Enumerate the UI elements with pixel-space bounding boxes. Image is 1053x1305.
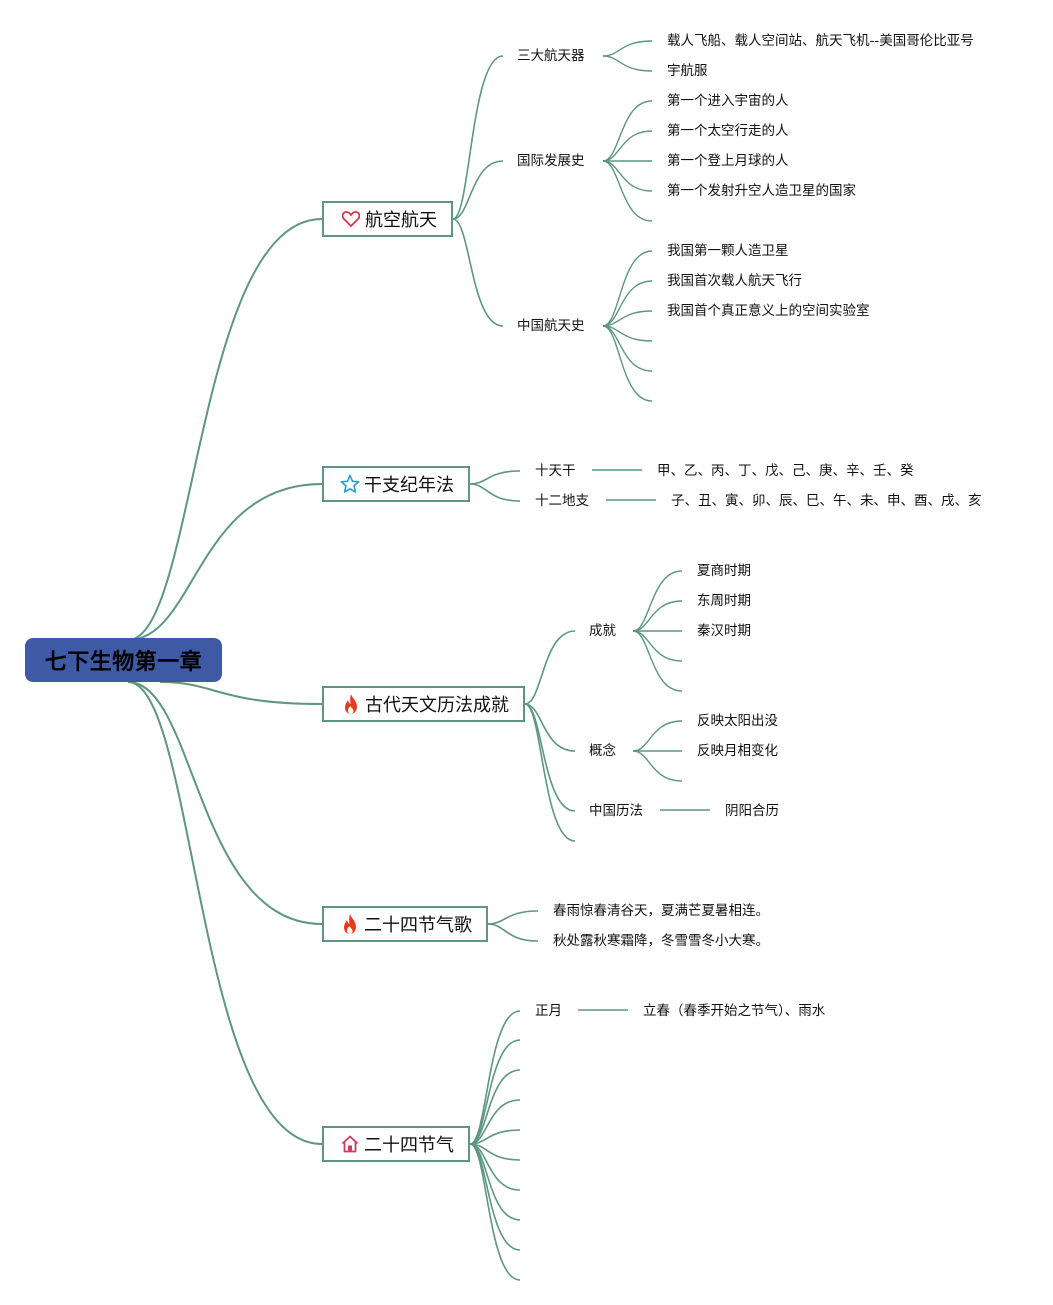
topic-solar-terms-label: 二十四节气	[364, 1135, 454, 1156]
heart-icon	[340, 208, 361, 230]
topic-aerospace-label: 航空航天	[365, 210, 437, 231]
subtopic-china-history[interactable]: 中国航天史	[517, 318, 585, 334]
topic-aerospace[interactable]: 航空航天	[322, 201, 453, 237]
connector-terms-sub-1	[469, 1039, 521, 1145]
connector-calendar-sub4	[524, 703, 576, 842]
connector-song-line-2	[487, 923, 539, 942]
connector-song-line-1	[487, 910, 539, 925]
connector-calendar-sub1	[524, 630, 576, 705]
root-topic[interactable]: 七下生物第一章	[25, 638, 222, 682]
connector-calendar-sub1-leaf-0	[632, 570, 683, 632]
subtopic-intl-history[interactable]: 国际发展史	[517, 153, 585, 169]
connector-terms-sub-9	[469, 1143, 521, 1281]
leaf-song-line-2[interactable]: 秋处露秋寒霜降，冬雪雪冬小大寒。	[553, 933, 769, 949]
home-icon	[340, 1133, 360, 1155]
connector-aero-sub1-leaf-1	[602, 55, 653, 72]
connector-aero-sub2-leaf-4	[602, 160, 653, 222]
connector-terms-sub-2	[469, 1069, 521, 1145]
leaf-first-month-terms[interactable]: 立春（春季开始之节气）、雨水	[643, 1003, 826, 1019]
connector-aero-sub3-leaf-2	[602, 310, 653, 327]
topic-solar-terms-song-label: 二十四节气歌	[364, 915, 472, 936]
connector-aero-sub3-leaf-5	[602, 325, 653, 402]
subtopic-ten-stems[interactable]: 十天干	[535, 463, 576, 479]
topic-ancient-calendar-label: 古代天文历法成就	[365, 695, 509, 716]
topic-solar-terms[interactable]: 二十四节气	[322, 1126, 470, 1162]
root-topic-label: 七下生物第一章	[44, 650, 203, 675]
leaf-xia-shang[interactable]: 夏商时期	[697, 563, 751, 579]
leaf-twelve-branches[interactable]: 子、丑、寅、卯、辰、巳、午、未、申、酉、戌、亥	[671, 493, 982, 509]
connector-terms-sub-0	[469, 1010, 521, 1145]
connector-root-song	[127, 681, 323, 925]
connector-aero-sub2	[452, 160, 504, 220]
leaf-intl-4[interactable]: 第一个发射升空人造卫星的国家	[667, 183, 856, 199]
connector-aero-sub2-leaf-0	[602, 100, 653, 162]
star-icon	[340, 473, 360, 495]
leaf-sun[interactable]: 反映太阳出没	[697, 713, 778, 729]
leaf-lunisolar[interactable]: 阴阳合历	[725, 803, 779, 819]
connector-aero-sub3	[452, 218, 504, 327]
subtopic-chinese-calendar[interactable]: 中国历法	[589, 803, 643, 819]
connector-aero-sub1-leaf-0	[602, 40, 653, 57]
fire-icon	[340, 913, 360, 935]
connector-calendar-sub3	[524, 703, 576, 812]
connector-aero-sub3-leaf-3	[602, 325, 653, 342]
leaf-eastern-zhou[interactable]: 东周时期	[697, 593, 751, 609]
connector-aero-sub1	[452, 55, 504, 220]
connector-ganzhi-sub2	[469, 483, 521, 502]
connector-calendar-sub1-leaf-1	[632, 600, 683, 632]
subtopic-first-month[interactable]: 正月	[535, 1003, 562, 1019]
connector-root-ganzhi	[127, 483, 323, 641]
fire-icon	[340, 693, 361, 715]
topic-solar-terms-song[interactable]: 二十四节气歌	[322, 906, 488, 942]
leaf-china-1[interactable]: 我国第一颗人造卫星	[667, 243, 789, 259]
leaf-intl-1[interactable]: 第一个进入宇宙的人	[667, 93, 789, 109]
connector-aero-sub3-leaf-1	[602, 280, 653, 327]
connector-aero-sub2-leaf-1	[602, 130, 653, 162]
leaf-ten-stems[interactable]: 甲、乙、丙、丁、戊、己、庚、辛、壬、癸	[657, 463, 914, 479]
topic-ancient-calendar[interactable]: 古代天文历法成就	[322, 686, 525, 722]
leaf-song-line-1[interactable]: 春雨惊春清谷天，夏满芒夏暑相连。	[553, 903, 769, 919]
leaf-china-3[interactable]: 我国首个真正意义上的空间实验室	[667, 303, 870, 319]
subtopic-achievements[interactable]: 成就	[589, 623, 616, 639]
leaf-china-2[interactable]: 我国首次载人航天飞行	[667, 273, 802, 289]
topic-ganzhi[interactable]: 干支纪年法	[322, 466, 470, 502]
subtopic-concepts[interactable]: 概念	[589, 743, 616, 759]
connector-aero-sub3-leaf-0	[602, 250, 653, 327]
leaf-qin-han[interactable]: 秦汉时期	[697, 623, 751, 639]
connector-root-terms	[127, 681, 323, 1145]
leaf-moon[interactable]: 反映月相变化	[697, 743, 778, 759]
subtopic-twelve-branches[interactable]: 十二地支	[535, 493, 589, 509]
connector-root-calendar	[159, 681, 323, 705]
connector-calendar-sub2-leaf-0	[632, 720, 683, 752]
subtopic-three-spacecraft[interactable]: 三大航天器	[517, 48, 585, 64]
connector-calendar-sub2-leaf-2	[632, 750, 683, 782]
connector-root-aerospace	[127, 218, 323, 641]
topic-ganzhi-label: 干支纪年法	[364, 475, 454, 496]
connector-calendar-sub2	[524, 703, 576, 752]
leaf-spacesuit[interactable]: 宇航服	[667, 63, 708, 79]
connector-ganzhi-sub1	[469, 470, 521, 485]
connector-calendar-sub1-leaf-4	[632, 630, 683, 692]
leaf-intl-2[interactable]: 第一个太空行走的人	[667, 123, 789, 139]
leaf-spacecraft-types[interactable]: 载人飞船、载人空间站、航天飞机--美国哥伦比亚号	[667, 33, 974, 49]
leaf-intl-3[interactable]: 第一个登上月球的人	[667, 153, 789, 169]
